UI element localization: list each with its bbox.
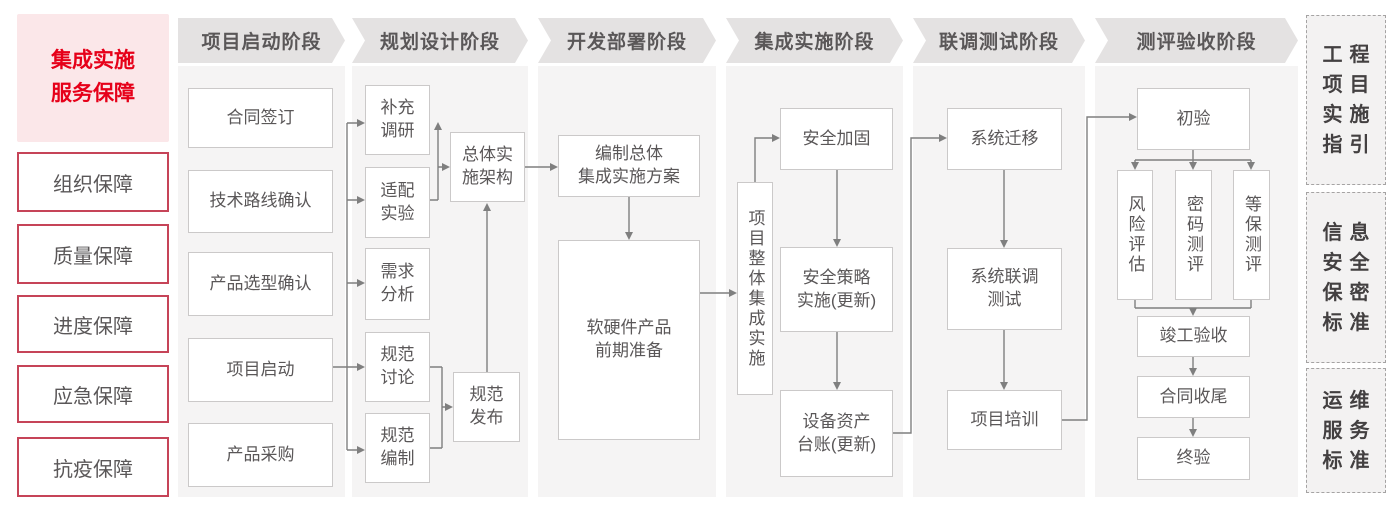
node-project-overall-integration: 项目整体集成实施 bbox=[737, 182, 773, 395]
header-phase-planning: 规划设计阶段 bbox=[352, 18, 528, 63]
node-requirement-analysis: 需求 分析 bbox=[365, 248, 430, 320]
node-risk-assessment: 风险评估 bbox=[1117, 170, 1153, 300]
node-mlps-testing: 等保测评 bbox=[1233, 170, 1270, 300]
standard-infosec-standard: 信息 安全 保密 标准 bbox=[1306, 192, 1386, 363]
sidebar-title: 集成实施 服务保障 bbox=[17, 14, 169, 142]
node-adaptation-test: 适配 实验 bbox=[365, 167, 430, 238]
standard-engineering-guide: 工程 项目 实施 指引 bbox=[1306, 15, 1386, 185]
node-system-migration: 系统迁移 bbox=[947, 108, 1062, 170]
node-system-joint-testing: 系统联调 测试 bbox=[947, 248, 1062, 330]
node-overall-integration-plan: 编制总体 集成实施方案 bbox=[558, 135, 700, 197]
node-tech-route-confirm: 技术路线确认 bbox=[188, 170, 333, 233]
sidebar-item-quality-guarantee: 质量保障 bbox=[17, 224, 169, 284]
node-crypto-testing: 密码测评 bbox=[1175, 170, 1212, 300]
header-phase-kickoff: 项目启动阶段 bbox=[178, 18, 345, 63]
header-phase-develop-deploy: 开发部署阶段 bbox=[538, 18, 716, 63]
node-security-hardening: 安全加固 bbox=[780, 108, 893, 170]
node-spec-release: 规范 发布 bbox=[453, 372, 520, 442]
sidebar-item-org-guarantee: 组织保障 bbox=[17, 152, 169, 212]
header-phase-joint-test: 联调测试阶段 bbox=[913, 18, 1085, 63]
node-product-selection-confirm: 产品选型确认 bbox=[188, 252, 333, 316]
node-hw-sw-preparation: 软硬件产品 前期准备 bbox=[558, 240, 700, 440]
header-phase-integration: 集成实施阶段 bbox=[726, 18, 903, 63]
sidebar-item-epidemic-guarantee: 抗疫保障 bbox=[17, 437, 169, 497]
node-initial-acceptance: 初验 bbox=[1137, 88, 1250, 150]
node-asset-ledger: 设备资产 台账(更新) bbox=[780, 390, 893, 477]
header-phase-acceptance: 测评验收阶段 bbox=[1095, 18, 1298, 63]
sidebar-item-schedule-guarantee: 进度保障 bbox=[17, 295, 169, 353]
node-final-acceptance: 终验 bbox=[1137, 437, 1250, 480]
node-project-training: 项目培训 bbox=[947, 390, 1062, 450]
node-spec-discussion: 规范 讨论 bbox=[365, 332, 430, 402]
node-overall-impl-architecture: 总体实 施架构 bbox=[450, 132, 525, 202]
standard-om-standard: 运维 服务 标准 bbox=[1306, 368, 1386, 493]
node-security-policy-impl: 安全策略 实施(更新) bbox=[780, 247, 893, 332]
node-contract-closure: 合同收尾 bbox=[1137, 376, 1250, 418]
node-supplementary-research: 补充 调研 bbox=[365, 85, 430, 155]
sidebar-item-emergency-guarantee: 应急保障 bbox=[17, 365, 169, 423]
node-contract-signing: 合同签订 bbox=[188, 88, 333, 148]
node-product-procurement: 产品采购 bbox=[188, 423, 333, 487]
node-completion-acceptance: 竣工验收 bbox=[1137, 316, 1250, 357]
node-spec-drafting: 规范 编制 bbox=[365, 413, 430, 483]
node-project-kickoff: 项目启动 bbox=[188, 338, 333, 402]
